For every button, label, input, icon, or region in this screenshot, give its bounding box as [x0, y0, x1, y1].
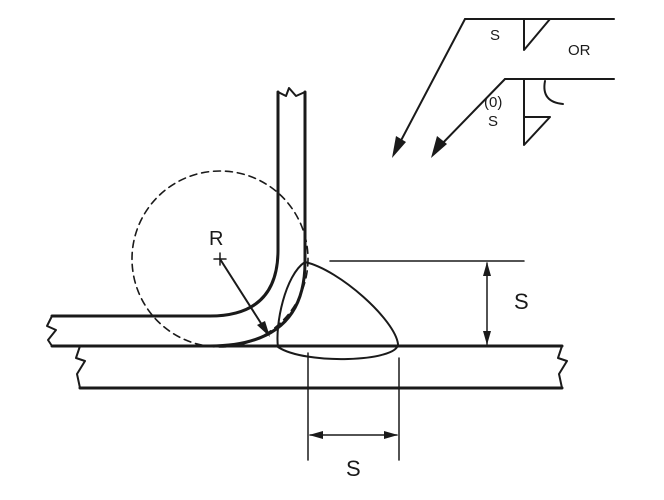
- symbol-size-bottom: S: [488, 113, 499, 130]
- break-mark-left-upper: [46, 315, 57, 347]
- radius-label: R: [209, 228, 224, 250]
- top-fillet-symbol: [523, 18, 551, 51]
- radius-line: [219, 258, 265, 329]
- size-label-horizontal: S: [346, 456, 361, 481]
- radius-arrowhead: [257, 321, 270, 337]
- radius-circle: [131, 170, 309, 348]
- bottom-arrowhead: [431, 136, 447, 158]
- horizontal-extension-lines: [307, 352, 400, 461]
- break-mark-left-lower: [75, 345, 86, 389]
- break-mark-right: [557, 345, 568, 389]
- bottom-fillet-symbol: [523, 78, 551, 146]
- base-plate: [78, 344, 564, 390]
- size-label-vertical: S: [514, 289, 529, 314]
- bottom-arrow-line: [435, 78, 506, 151]
- vertical-member-inner: [50, 90, 307, 348]
- top-arrowhead: [392, 136, 406, 158]
- top-arrow-line: [395, 18, 466, 151]
- symbol-zero-label: (0): [484, 94, 503, 111]
- vertical-member-outer: [50, 90, 280, 318]
- weld-all-around-arc: [543, 80, 564, 105]
- weld-bead: [276, 261, 399, 360]
- symbol-size-top: S: [490, 27, 501, 44]
- symbol-or-label: OR: [568, 42, 591, 59]
- break-mark-top: [277, 87, 306, 97]
